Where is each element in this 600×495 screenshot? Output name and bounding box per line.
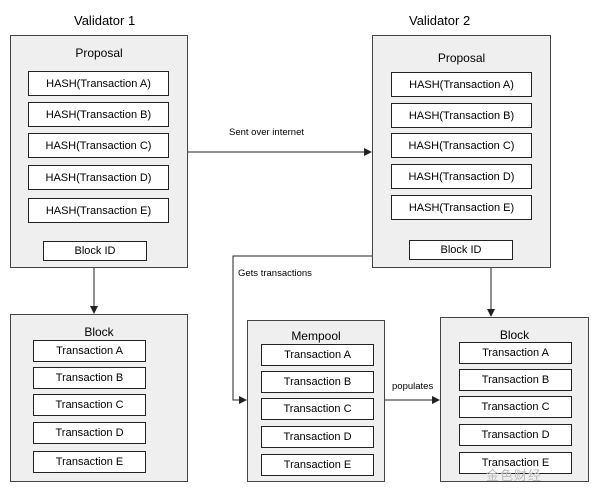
- hash-box-e: HASH(Transaction E): [28, 198, 169, 223]
- transaction-box-a: Transaction A: [459, 342, 572, 364]
- transaction-box-b: Transaction B: [33, 367, 146, 389]
- proposal-title: Proposal: [437, 51, 486, 65]
- mempool-panel: Mempool Transaction A Transaction B Tran…: [247, 320, 385, 482]
- block-id-box: Block ID: [409, 240, 513, 260]
- transaction-box-b: Transaction B: [261, 371, 374, 393]
- transaction-box-b: Transaction B: [459, 369, 572, 391]
- transaction-box-e: Transaction E: [33, 451, 146, 473]
- transaction-box-a: Transaction A: [261, 344, 374, 366]
- hash-box-d: HASH(Transaction D): [28, 165, 169, 190]
- transaction-box-e: Transaction E: [459, 452, 572, 474]
- proposal-title: Proposal: [75, 46, 123, 60]
- validator-2-proposal-panel: Proposal HASH(Transaction A) HASH(Transa…: [372, 35, 551, 268]
- sent-over-internet-label: Sent over internet: [229, 127, 304, 138]
- hash-box-b: HASH(Transaction B): [28, 102, 169, 127]
- hash-box-e: HASH(Transaction E): [391, 195, 532, 220]
- watermark-logo: 金色财经: [486, 468, 543, 483]
- transaction-box-d: Transaction D: [459, 424, 572, 446]
- transaction-box-c: Transaction C: [33, 394, 146, 416]
- transaction-box-e: Transaction E: [261, 454, 374, 476]
- populates-label: populates: [392, 381, 434, 392]
- validator-2-block-panel: Block Transaction A Transaction B Transa…: [440, 317, 589, 482]
- gets-transactions-arrow: [232, 255, 372, 404]
- validator-2-title: Validator 2: [409, 13, 471, 28]
- mempool-title: Mempool: [291, 329, 341, 343]
- transaction-box-d: Transaction D: [33, 422, 146, 444]
- validator-1-title: Validator 1: [74, 13, 136, 28]
- transaction-box-c: Transaction C: [459, 396, 572, 418]
- block-title: Block: [499, 328, 530, 342]
- validator-1-proposal-panel: Proposal HASH(Transaction A) HASH(Transa…: [10, 35, 188, 268]
- hash-box-c: HASH(Transaction C): [28, 133, 169, 158]
- hash-box-a: HASH(Transaction A): [391, 72, 532, 97]
- hash-box-a: HASH(Transaction A): [28, 71, 169, 96]
- validator-1-block-panel: Block Transaction A Transaction B Transa…: [10, 314, 188, 482]
- hash-box-c: HASH(Transaction C): [391, 133, 532, 158]
- hash-box-d: HASH(Transaction D): [391, 164, 532, 189]
- transaction-box-c: Transaction C: [261, 398, 374, 420]
- transaction-box-a: Transaction A: [33, 340, 146, 362]
- block-id-box: Block ID: [43, 241, 147, 261]
- block-title: Block: [84, 325, 114, 339]
- gets-transactions-label: Gets transactions: [238, 268, 312, 279]
- transaction-box-d: Transaction D: [261, 426, 374, 448]
- hash-box-b: HASH(Transaction B): [391, 103, 532, 128]
